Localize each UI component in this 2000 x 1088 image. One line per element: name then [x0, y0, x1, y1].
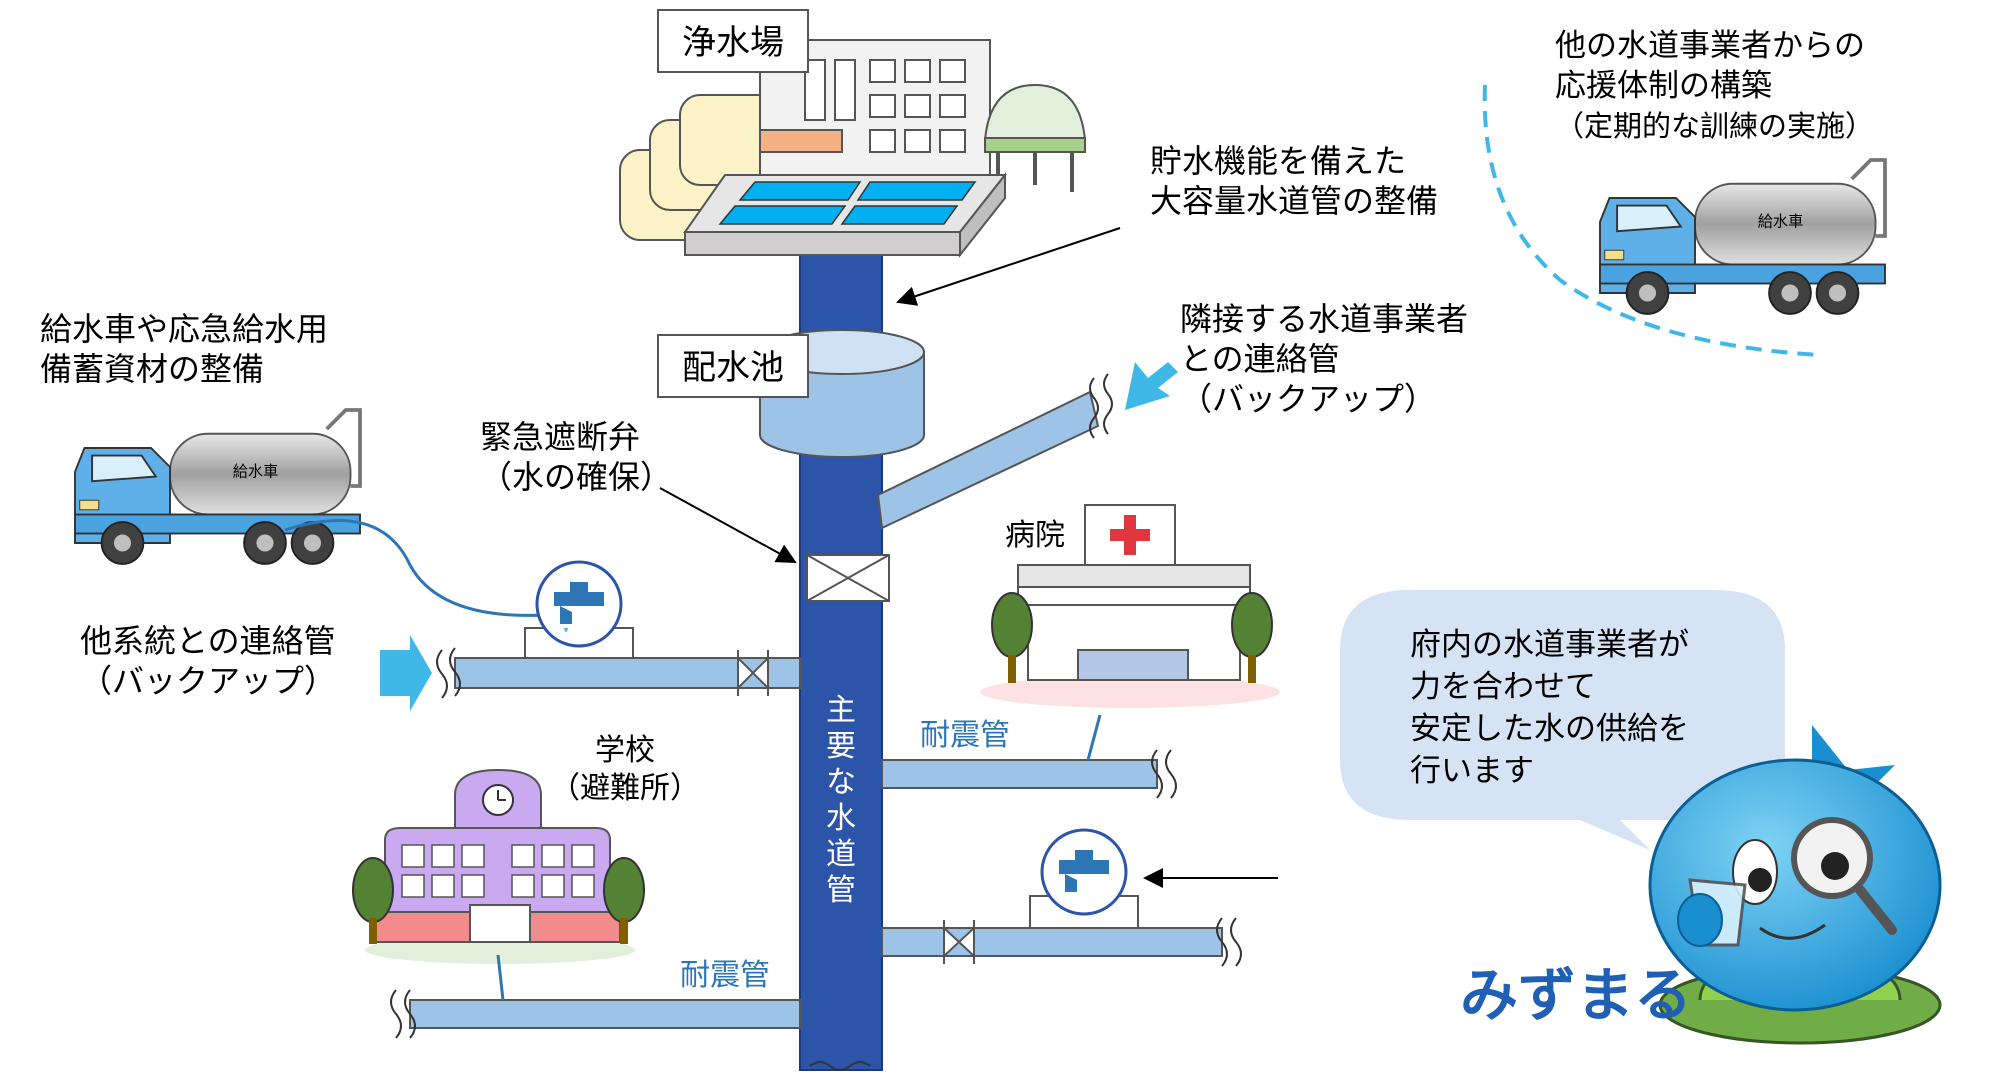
support-text-2: 応援体制の構築 [1555, 68, 1772, 104]
valve-arrow [659, 487, 797, 563]
school-callout: 学校 （避難所） [550, 733, 700, 806]
main-pipe-char-5: 道 [826, 837, 856, 872]
quake-resistant-pipe-right [881, 714, 1177, 799]
neighbor-text-1: 隣接する水道事業者 [1180, 300, 1468, 338]
school-text-2: （避難所） [550, 771, 700, 806]
truck-tank-label-right: 給水車 [1758, 213, 1804, 231]
speech-bubble: 府内の水道事業者が 力を合わせて 安定した水の供給を 行います [1340, 590, 1785, 850]
neighbor-text-3: （バックアップ） [1180, 380, 1436, 418]
support-text-3: （定期的な訓練の実施） [1555, 109, 1874, 143]
speech-text-4: 行います [1410, 753, 1534, 789]
main-pipe-char-6: 管 [826, 873, 856, 908]
other-system-text-2: （バックアップ） [80, 662, 336, 700]
water-truck-right: 給水車 [1599, 158, 1887, 315]
support-text-1: 他の水道事業者からの [1555, 28, 1865, 64]
storage-pipe-text-2: 大容量水道管の整備 [1150, 182, 1438, 220]
main-pipe-char-4: 水 [826, 801, 856, 836]
quake-pipe-label-left: 耐震管 [680, 958, 770, 993]
quake-resistant-pipe-left [390, 954, 801, 1039]
support-dashed-arc [1482, 84, 1821, 357]
hospital-building [980, 504, 1280, 708]
storage-pipe-callout: 貯水機能を備えた 大容量水道管の整備 [896, 142, 1438, 306]
speech-text-2: 力を合わせて [1410, 669, 1596, 705]
purification-plant-label: 浄水場 [682, 23, 784, 63]
other-system-inflow-arrow [380, 635, 432, 711]
truck-tank-label-left: 給水車 [233, 463, 279, 481]
mascot-mizumaru [1648, 725, 1942, 1045]
main-pipe-char-3: な [826, 765, 856, 800]
neighbor-inflow-arrow [1125, 362, 1178, 410]
storage-pipe-arrow [896, 227, 1121, 306]
valve-callout: 緊急遮断弁 （水の確保） [480, 418, 797, 563]
purification-plant-label-box: 浄水場 [657, 9, 809, 73]
other-system-callout: 他系統との連絡管 （バックアップ） [80, 622, 336, 700]
main-pipe-char-2: 要 [826, 729, 856, 764]
valve-text-2: （水の確保） [480, 458, 672, 496]
hospital-label: 病院 [1005, 518, 1065, 553]
truck-prep-callout: 給水車や応急給水用 備蓄資材の整備 [40, 310, 328, 388]
support-callout: 他の水道事業者からの 応援体制の構築 （定期的な訓練の実施） [1555, 28, 1874, 143]
speech-text-3: 安定した水の供給を [1410, 711, 1689, 747]
mascot-name-logo: みずまる [1460, 961, 1692, 1029]
neighbor-callout: 隣接する水道事業者 との連絡管 （バックアップ） [1180, 300, 1468, 418]
other-system-pipe [380, 635, 801, 711]
school-building [352, 768, 645, 964]
main-pipe-char-1: 主 [826, 693, 856, 728]
emergency-shutoff-valve [806, 554, 890, 602]
storage-pipe-text-1: 貯水機能を備えた [1150, 142, 1406, 180]
neighbor-text-2: との連絡管 [1180, 340, 1340, 378]
main-pipe-vertical-label: 主 要 な 水 道 管 [826, 693, 856, 908]
school-text-1: 学校 [595, 733, 655, 768]
other-system-text-1: 他系統との連絡管 [80, 622, 336, 660]
hydrant-right [1029, 828, 1139, 929]
purification-plant [619, 39, 1087, 258]
truck-hose-left [284, 519, 546, 617]
speech-text-1: 府内の水道事業者が [1410, 627, 1689, 663]
valve-text-1: 緊急遮断弁 [480, 418, 640, 456]
truck-prep-text-1: 給水車や応急給水用 [40, 310, 328, 348]
lower-right-branch-pipe [881, 917, 1242, 967]
neighbor-connection-pipe [876, 362, 1178, 530]
reservoir-label-box: 配水池 [657, 334, 809, 398]
quake-pipe-label-right: 耐震管 [920, 718, 1010, 753]
water-truck-left: 給水車 [74, 408, 362, 565]
hydrant-left [524, 560, 634, 659]
reservoir-label: 配水池 [682, 348, 784, 388]
truck-prep-text-2: 備蓄資材の整備 [40, 350, 264, 388]
